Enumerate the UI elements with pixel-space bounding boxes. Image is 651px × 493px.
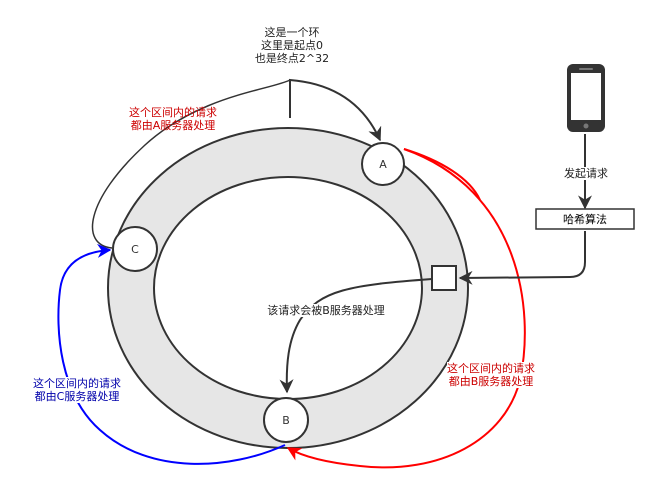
hash-algorithm-box: 哈希算法 [535,208,635,230]
node-b-label: B [282,414,290,427]
b-range-note: 这个区间内的请求 都由B服务器处理 [447,362,535,388]
hash-to-ring-arrow [458,231,586,285]
node-c-label: C [131,243,139,256]
hash-ring [106,127,470,449]
c-range-note: 这个区间内的请求 都由C服务器处理 [33,377,121,403]
b-range-arrow [286,148,526,469]
node-c: C [112,226,158,272]
hash-algorithm-label: 哈希算法 [563,212,607,226]
node-a-label: A [379,158,387,171]
a-range-arrow [91,79,291,249]
handled-note: 该请求会被B服务器处理 [265,304,387,317]
c-range-note-line-2: 都由C服务器处理 [34,390,120,403]
smartphone-icon [567,64,605,132]
c-range-note-line-1: 这个区间内的请求 [33,377,121,390]
b-range-note-line-2: 都由B服务器处理 [448,375,534,388]
a-range-note-line-2: 都由A服务器处理 [130,119,216,132]
ring-note-line-1: 这是一个环 [264,26,320,39]
ring-note: 这是一个环 这里是起点0 也是终点2^32 [255,26,329,65]
ring-start-arrow [289,78,382,142]
b-range-arrow-tail [403,148,481,201]
request-label: 发起请求 [562,167,610,180]
node-b: B [263,397,309,443]
a-range-note: 这个区间内的请求 都由A服务器处理 [129,106,217,132]
request-point-box [431,265,457,291]
b-range-note-line-1: 这个区间内的请求 [447,362,535,375]
a-range-note-line-1: 这个区间内的请求 [129,106,217,119]
ring-note-line-2: 这里是起点0 [261,39,323,52]
node-a: A [361,142,405,186]
ring-note-line-3: 也是终点2^32 [254,52,330,65]
